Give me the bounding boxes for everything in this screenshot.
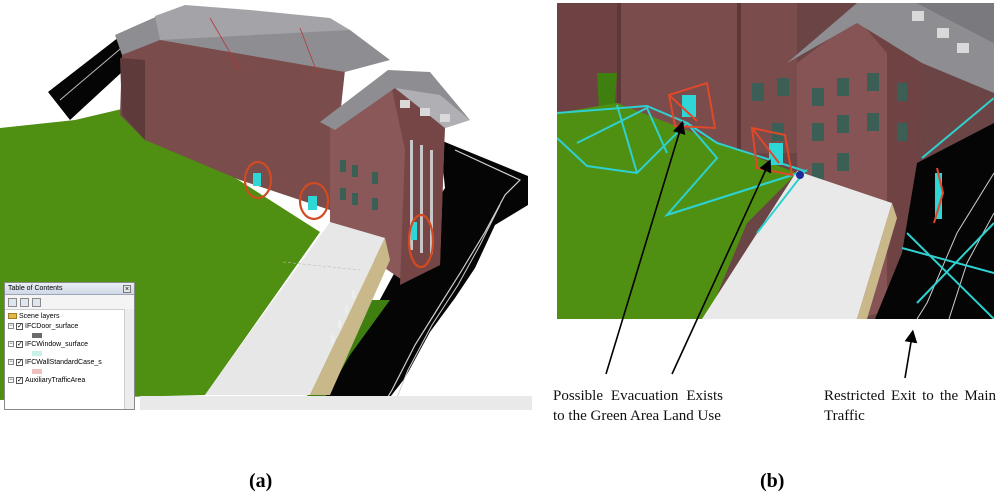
toc-layer-row[interactable]: − ✓ AuxiliaryTrafficArea xyxy=(8,375,121,385)
building-main-wall xyxy=(120,38,345,210)
toc-toolbar xyxy=(5,295,134,310)
door-highlight-2 xyxy=(308,196,317,210)
toc-layer-list: Scene layers − ✓ IFCDoor_surface − ✓ IFC… xyxy=(5,309,124,409)
caption-a-text: (a) xyxy=(249,470,273,492)
toc-titlebar[interactable]: Table of Contents × xyxy=(5,283,134,295)
layer-symbol-row xyxy=(8,349,121,357)
layer-visibility-checkbox[interactable]: ✓ xyxy=(16,358,23,366)
toc-scrollbar[interactable] xyxy=(124,309,134,409)
layer-label: IFCWallStandardCase_s xyxy=(25,358,102,366)
annotation-restricted-exit: Restricted Exit to the Main Traffic xyxy=(824,388,996,424)
folder-icon xyxy=(8,313,17,319)
layer-swatch xyxy=(32,368,42,374)
layer-label: IFCDoor_surface xyxy=(25,322,79,330)
window-highlight-3 xyxy=(935,173,942,219)
highlight-circle-1 xyxy=(243,160,273,200)
caption-b-text: (b) xyxy=(760,470,785,492)
layer-swatch xyxy=(32,350,42,356)
toc-root-label: Scene layers xyxy=(19,312,60,320)
caption-b: (b) xyxy=(760,470,784,493)
annotation-evacuation-green-area: Possible Evacuation Exists to the Green … xyxy=(553,388,723,424)
toc-layer-row[interactable]: − ✓ IFCWindow_surface xyxy=(8,339,121,349)
collapse-icon[interactable]: − xyxy=(8,377,14,383)
window-highlight-2 xyxy=(769,143,783,165)
panel-b-scene-view[interactable] xyxy=(557,3,994,319)
table-of-contents-panel[interactable]: Table of Contents × Scene layers − ✓ IFC… xyxy=(4,282,135,410)
close-icon[interactable]: × xyxy=(123,284,131,293)
layer-symbol-row xyxy=(8,367,121,375)
collapse-icon[interactable]: − xyxy=(8,323,14,329)
list-by-visibility-icon[interactable] xyxy=(32,297,41,307)
layer-label: AuxiliaryTrafficArea xyxy=(25,376,86,384)
collapse-icon[interactable]: − xyxy=(8,341,14,347)
layer-swatch xyxy=(32,332,42,338)
list-by-source-icon[interactable] xyxy=(20,297,29,307)
collapse-icon[interactable]: − xyxy=(8,359,14,365)
layer-visibility-checkbox[interactable]: ✓ xyxy=(16,322,23,330)
scene-b-canvas[interactable] xyxy=(557,3,994,319)
exit-markers xyxy=(667,81,945,224)
layer-symbol-row xyxy=(8,331,121,339)
list-by-drawing-order-icon[interactable] xyxy=(8,297,17,307)
layer-visibility-checkbox[interactable]: ✓ xyxy=(16,340,23,348)
highlight-circle-3 xyxy=(407,213,435,269)
layer-visibility-checkbox[interactable]: ✓ xyxy=(16,376,23,384)
toc-layer-row[interactable]: − ✓ IFCWallStandardCase_s xyxy=(8,357,121,367)
highlight-circle-2 xyxy=(298,181,330,221)
flat-roof-annex xyxy=(205,222,385,395)
layer-label: IFCWindow_surface xyxy=(25,340,89,348)
toc-title: Table of Contents xyxy=(8,285,63,292)
toc-root-row[interactable]: Scene layers xyxy=(8,311,121,321)
panel-a-scene-view[interactable]: Table of Contents × Scene layers − ✓ IFC… xyxy=(0,0,532,410)
door-highlight-1 xyxy=(253,173,261,186)
caption-a: (a) xyxy=(249,470,272,493)
toc-layer-row[interactable]: − ✓ IFCDoor_surface xyxy=(8,321,121,331)
roof-tower-b xyxy=(787,3,994,93)
exit-point-marker xyxy=(796,171,804,179)
door-highlight-3 xyxy=(411,222,417,240)
arrow-to-restricted-exit xyxy=(904,329,918,379)
